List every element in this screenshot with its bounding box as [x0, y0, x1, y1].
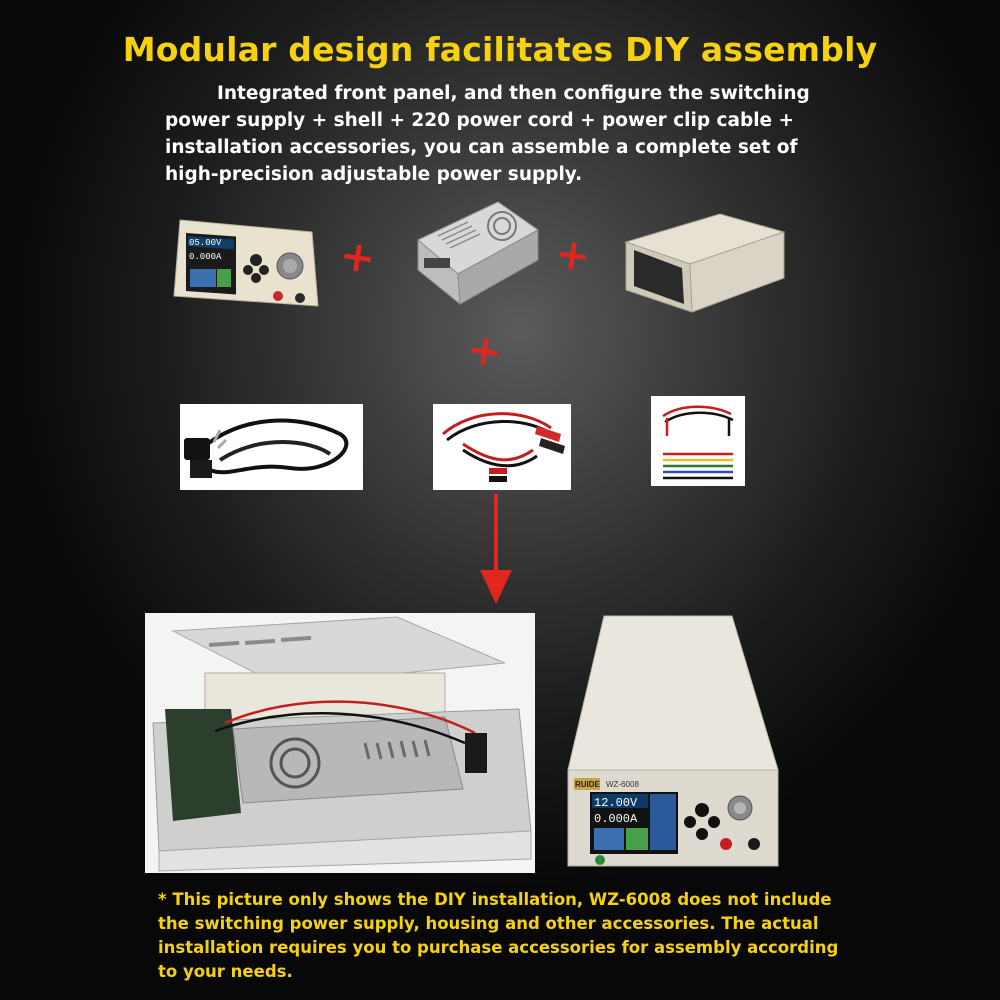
power-clip-cable-image: [433, 404, 571, 490]
shell-housing-image: [624, 213, 786, 313]
plus-sign: +: [551, 227, 594, 282]
unit-model-label: WZ-6008: [606, 780, 639, 789]
power-cord-image: [180, 404, 363, 490]
intro-text: Integrated front panel, and then configu…: [165, 83, 810, 185]
assembled-power-supply-unit-image: RUIDE WZ-6008 12.00V 0.000A: [567, 615, 779, 867]
unit-current-readout: 0.000A: [594, 812, 638, 826]
switching-power-supply-image: [417, 201, 539, 306]
plus-sign: +: [336, 229, 379, 284]
footer-note: * This picture only shows the DIY instal…: [158, 890, 839, 981]
unit-voltage-readout: 12.00V: [594, 796, 638, 810]
module-voltage-readout: 05.00V: [189, 238, 222, 248]
module-current-readout: 0.000A: [189, 252, 222, 262]
unit-brand-label: RUIDE: [575, 780, 601, 789]
arrow-down-icon: [480, 494, 512, 604]
page-title: Modular design facilitates DIY assembly: [122, 30, 878, 69]
plus-sign: +: [463, 323, 506, 378]
front-panel-module-image: 05.00V 0.000A: [173, 219, 319, 307]
assembled-internal-view-image: [145, 613, 535, 873]
installation-accessories-image: [651, 396, 745, 486]
